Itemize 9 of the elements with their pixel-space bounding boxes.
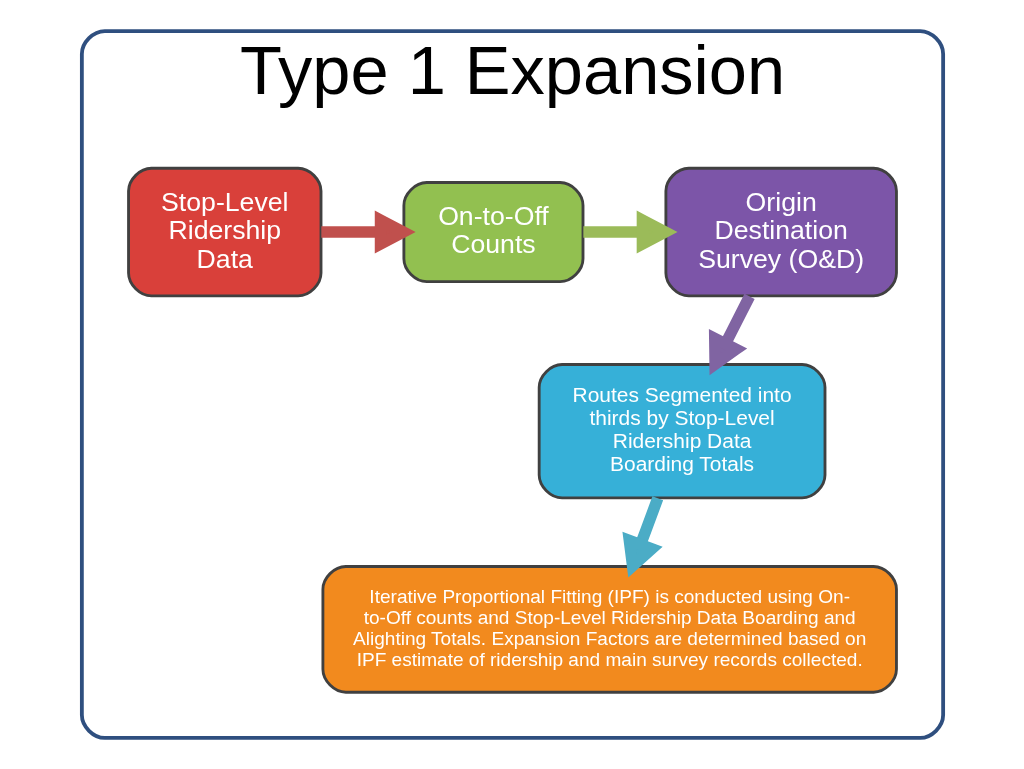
arrow (708, 293, 755, 376)
node-box: Stop-Level Ridership Data (126, 166, 322, 298)
arrow (621, 496, 663, 578)
arrow (320, 210, 416, 254)
node-box: Iterative Proportional Fitting (IPF) is conducted using On-to-Off counts and Stop-Level Ridership Data Boarding and Alighting Totals. Expansion Factors are determined based on IPF estimate of ridership and main survey records collected. (321, 565, 898, 694)
node-box: Routes Segmented into thirds by Stop-Level Ridership Data Boarding Totals (537, 363, 826, 500)
node-box: On-to-Off Counts (401, 181, 584, 284)
node-box: Origin Destination Survey (O&D) (663, 166, 898, 298)
arrow (582, 210, 678, 254)
